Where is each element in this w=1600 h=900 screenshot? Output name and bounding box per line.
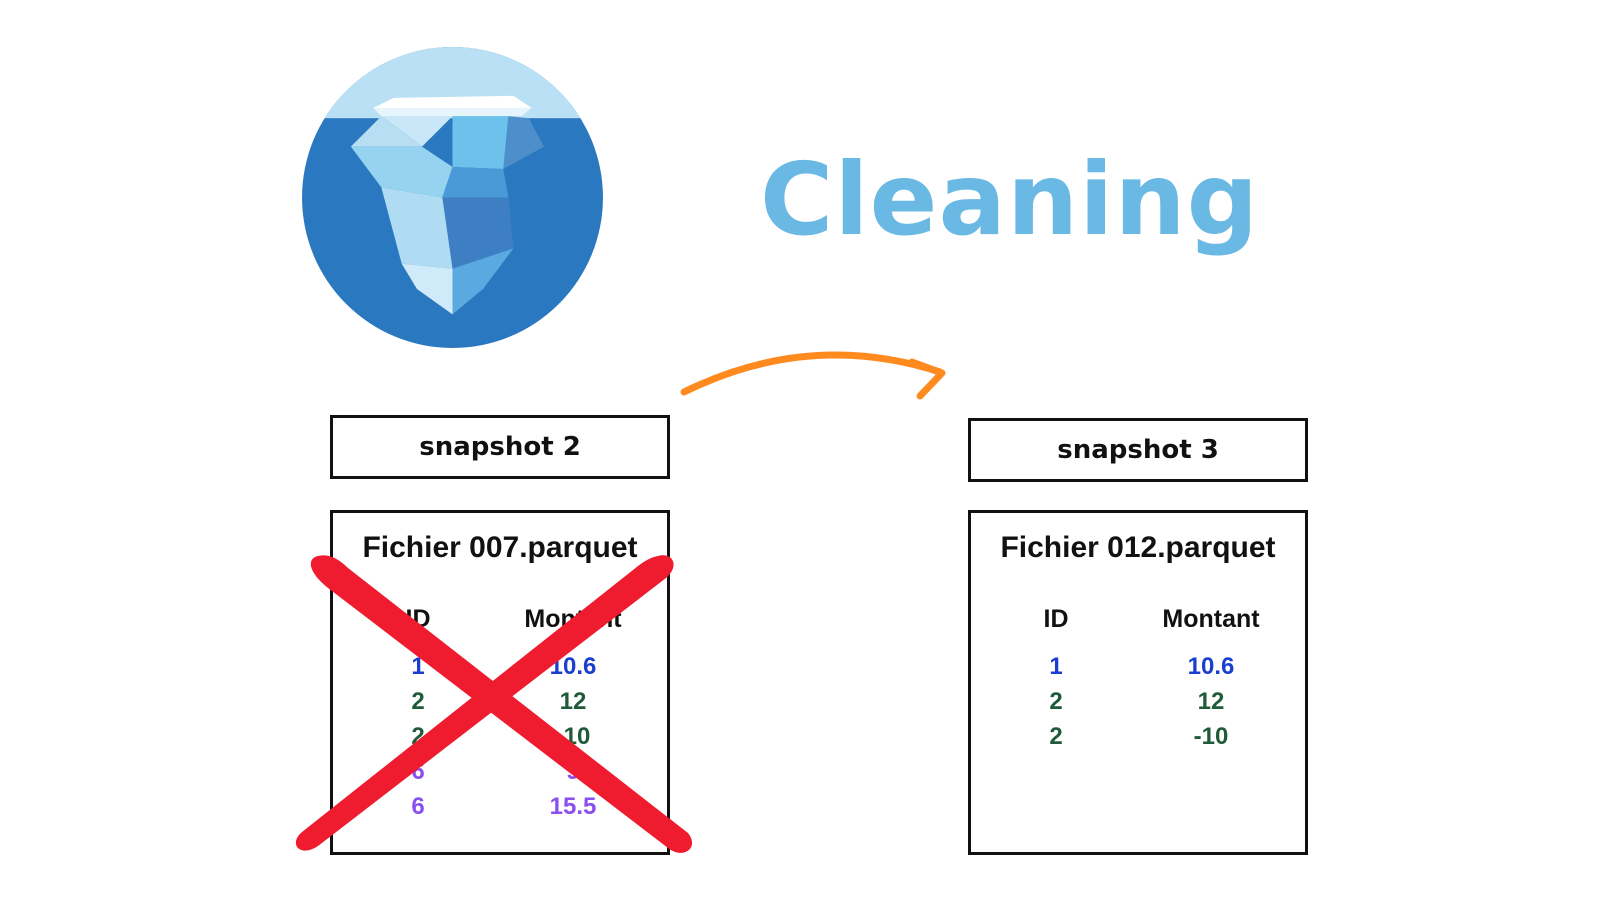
table-cell: -10 bbox=[555, 723, 591, 750]
table-cell: 15.5 bbox=[549, 793, 597, 820]
snapshot-2-label: snapshot 2 bbox=[330, 415, 670, 479]
column-header-id: ID bbox=[1043, 605, 1069, 633]
column-header-montant: Montant bbox=[1162, 605, 1260, 633]
snapshot-3-label: snapshot 3 bbox=[968, 418, 1308, 482]
table-cell: 10.6 bbox=[549, 653, 597, 680]
column-header-id: ID bbox=[405, 605, 431, 633]
table-cell: 12 bbox=[559, 688, 587, 715]
file-box-012: Fichier 012.parquet ID 1 2 2 Montant 10.… bbox=[968, 510, 1308, 855]
table-cell: 12 bbox=[1197, 688, 1225, 715]
snapshot-label-text: snapshot 2 bbox=[419, 432, 581, 462]
table-cell: 6 bbox=[411, 758, 425, 785]
column-header-montant: Montant bbox=[524, 605, 622, 633]
table-cell: 2 bbox=[1049, 688, 1063, 715]
file-name: Fichier 012.parquet bbox=[1000, 531, 1276, 564]
montant-column: Montant 10.6 12 -10 9 15.5 bbox=[508, 605, 638, 824]
table-cell: -10 bbox=[1193, 723, 1229, 750]
iceberg-logo-icon bbox=[302, 47, 603, 348]
file-box-007: Fichier 007.parquet ID 1 2 2 6 6 Montant… bbox=[330, 510, 670, 855]
table-cell: 2 bbox=[1049, 723, 1063, 750]
snapshot-label-text: snapshot 3 bbox=[1057, 435, 1219, 465]
file-name: Fichier 007.parquet bbox=[362, 531, 638, 564]
table-cell: 6 bbox=[411, 793, 425, 820]
table-cell: 1 bbox=[1049, 653, 1063, 680]
table-cell: 2 bbox=[411, 688, 425, 715]
table-cell: 2 bbox=[411, 723, 425, 750]
table-cell: 10.6 bbox=[1187, 653, 1235, 680]
table-cell: 1 bbox=[411, 653, 425, 680]
id-column: ID 1 2 2 6 6 bbox=[388, 605, 448, 824]
montant-column: Montant 10.6 12 -10 bbox=[1146, 605, 1276, 754]
page-title: Cleaning bbox=[760, 141, 1260, 258]
id-column: ID 1 2 2 bbox=[1026, 605, 1086, 754]
table-cell: 9 bbox=[566, 758, 580, 785]
curved-arrow-icon bbox=[680, 351, 946, 400]
